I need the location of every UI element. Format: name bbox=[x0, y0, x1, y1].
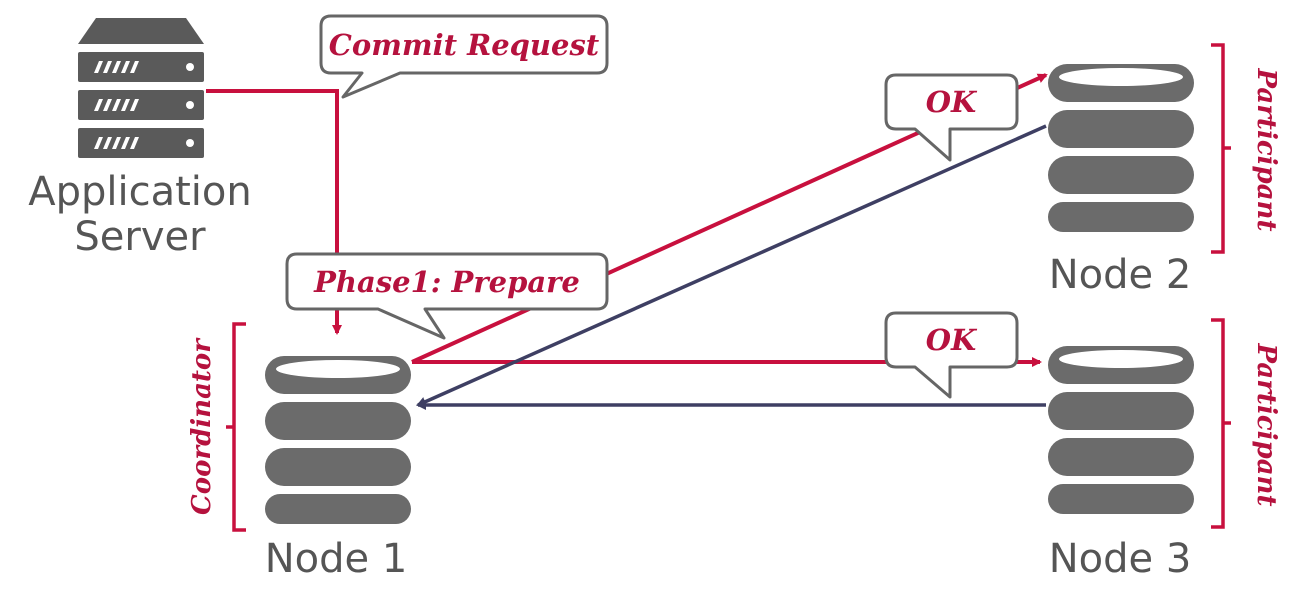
app-server-label-line1: Application bbox=[28, 169, 252, 215]
node2-label: Node 2 bbox=[1049, 252, 1192, 298]
ok-arrow-node2 bbox=[416, 124, 1047, 407]
node1-label: Node 1 bbox=[265, 536, 408, 582]
participant-bracket-node2 bbox=[1211, 43, 1231, 254]
phase1-prepare-callout: Phase1: Prepare bbox=[285, 252, 609, 340]
ok-callout-node3: OK bbox=[884, 311, 1019, 399]
participant-label-node2: Participant bbox=[1251, 68, 1281, 232]
coordinator-bracket bbox=[226, 322, 246, 532]
coordinator-label: Coordinator bbox=[187, 337, 217, 515]
ok-callout-node2: OK bbox=[884, 73, 1019, 162]
participant-bracket-node3 bbox=[1211, 318, 1231, 529]
server-rack-icon bbox=[78, 18, 204, 158]
ok-text-node3: OK bbox=[926, 323, 978, 357]
commit-request-text: Commit Request bbox=[329, 28, 600, 62]
participant-label-node3: Participant bbox=[1251, 343, 1281, 507]
app-server-label-line2: Server bbox=[74, 214, 206, 260]
ok-text-node2: OK bbox=[926, 85, 978, 119]
phase1-prepare-text: Phase1: Prepare bbox=[313, 265, 580, 299]
node3-label: Node 3 bbox=[1049, 536, 1192, 582]
commit-request-callout: Commit Request bbox=[319, 14, 609, 99]
commit-request-arrow bbox=[206, 89, 342, 335]
database-icon-node2 bbox=[1048, 64, 1194, 232]
database-icon-node3 bbox=[1048, 346, 1194, 514]
database-icon-node1 bbox=[265, 356, 411, 524]
